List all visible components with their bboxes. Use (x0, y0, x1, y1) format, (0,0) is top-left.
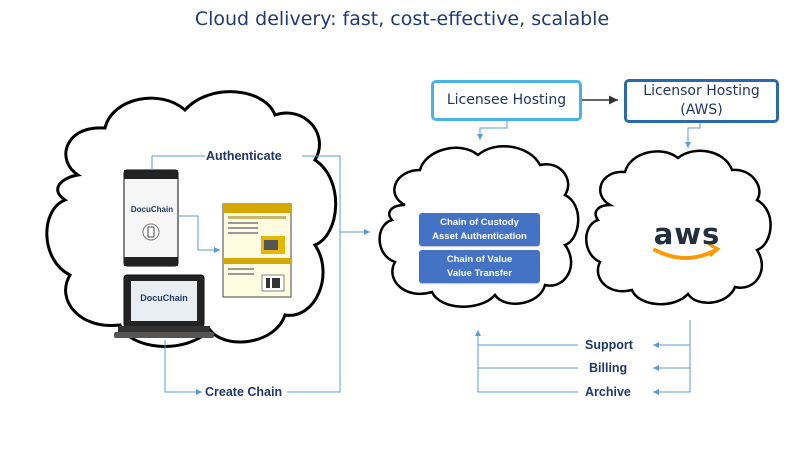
licensee-hosting-box: Licensee Hosting (431, 80, 582, 121)
laptop-device (114, 274, 214, 338)
licensee-to-middle-arrow (477, 120, 508, 140)
chain-of-custody-box: Chain of Custody Asset Authentication (419, 213, 540, 246)
aws-services-line (653, 320, 691, 395)
laptop-brand-logo: DocuChain (140, 293, 188, 303)
aws-logo: aws (653, 217, 721, 251)
chain-of-custody-title: Chain of Custody (440, 216, 519, 228)
value-transfer-label: Value Transfer (447, 267, 512, 279)
authenticate-arrow (151, 155, 205, 170)
right-cloud (585, 149, 772, 306)
archive-label: Archive (585, 385, 631, 399)
phone-to-doc-arrow (178, 215, 220, 253)
asset-authentication-label: Asset Authentication (432, 230, 527, 242)
authenticate-label: Authenticate (206, 149, 282, 163)
support-label: Support (585, 338, 633, 352)
create-chain-arrow (164, 340, 202, 395)
authenticate-to-middle (302, 155, 370, 235)
create-chain-to-middle (287, 232, 341, 393)
licensor-hosting-box: Licensor Hosting (AWS) (624, 79, 779, 123)
certificate-document (222, 203, 292, 298)
services-to-middle (475, 330, 578, 393)
licensor-hosting-label: Licensor Hosting (643, 83, 760, 99)
phone-brand-logo: DocuChain (130, 205, 174, 214)
phone-device (123, 169, 179, 267)
chain-of-value-box: Chain of Value Value Transfer (419, 250, 540, 283)
licensor-to-aws-arrow (685, 120, 701, 148)
billing-label: Billing (589, 361, 628, 375)
aws-smile-icon (653, 248, 718, 260)
licensor-hosting-sublabel: (AWS) (680, 102, 723, 118)
create-chain-label: Create Chain (205, 385, 283, 399)
chain-of-value-title: Chain of Value (446, 253, 513, 265)
page-title: Cloud delivery: fast, cost-effective, sc… (194, 8, 610, 30)
licensee-hosting-label: Licensee Hosting (446, 92, 567, 108)
